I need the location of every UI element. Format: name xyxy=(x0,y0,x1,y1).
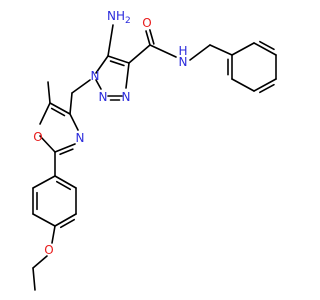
ox-c4-c5-second xyxy=(50,107,66,117)
bonds xyxy=(32,24,277,291)
n1-ch2 xyxy=(71,79,91,94)
c5-nh2 xyxy=(107,24,114,57)
molecule-structure: NH2 H N O N N N N O O xyxy=(32,9,277,291)
c4-carbonyl xyxy=(128,44,151,64)
ph-4-second xyxy=(259,83,275,94)
ar-o xyxy=(51,225,56,244)
ar-1 xyxy=(32,175,56,189)
tri-c5-c4-second xyxy=(109,60,125,67)
ph-1 xyxy=(231,42,255,56)
n-ch2 xyxy=(189,44,211,61)
ar-4-second xyxy=(59,218,76,229)
carbonyl-n xyxy=(149,44,177,58)
ox-o1-c2 xyxy=(39,135,56,153)
tri-c5-c4 xyxy=(107,55,130,64)
oxazole-n-label: N xyxy=(76,131,85,145)
ox-n3-c4 xyxy=(69,113,79,131)
ox-c5-methyl xyxy=(47,81,51,104)
ox-c2-n3-second xyxy=(59,148,74,156)
amide-n-label: N xyxy=(179,55,188,69)
ar-6-second xyxy=(55,180,72,191)
ar-4 xyxy=(54,213,77,227)
tri-n1-c5 xyxy=(95,55,109,74)
ch2-phenyl xyxy=(209,44,233,56)
amide-nh-h-label: H xyxy=(178,44,187,58)
ether-o-label: O xyxy=(44,243,53,257)
ar-3 xyxy=(32,213,56,227)
ch2-ch3 xyxy=(32,267,36,291)
ox-c2-n3 xyxy=(54,143,76,153)
ph-2-second xyxy=(259,40,275,51)
triazole-n2-label: N xyxy=(99,90,108,104)
ar-6 xyxy=(54,175,77,189)
carbonyl-o-second xyxy=(149,29,155,45)
oxazole-o-label: O xyxy=(33,130,42,144)
ox-c5-o1 xyxy=(39,102,51,125)
ox-c4-c5 xyxy=(49,102,71,115)
tri-n2-n1 xyxy=(95,79,102,90)
ph-5 xyxy=(231,78,255,92)
triazole-n1-label: N xyxy=(91,69,100,83)
o-ch2 xyxy=(32,255,48,269)
triazole-n3-label: N xyxy=(122,90,131,104)
amide-o-label: O xyxy=(142,16,151,30)
ph-4 xyxy=(253,78,277,92)
ch2-ox-c4 xyxy=(69,92,73,115)
atom-labels: NH2 H N O N N N N O O xyxy=(33,9,187,257)
amino-label: NH2 xyxy=(107,9,131,26)
tri-c4-n3 xyxy=(125,62,130,89)
carbonyl-o xyxy=(145,30,151,46)
ph-2 xyxy=(253,42,277,56)
